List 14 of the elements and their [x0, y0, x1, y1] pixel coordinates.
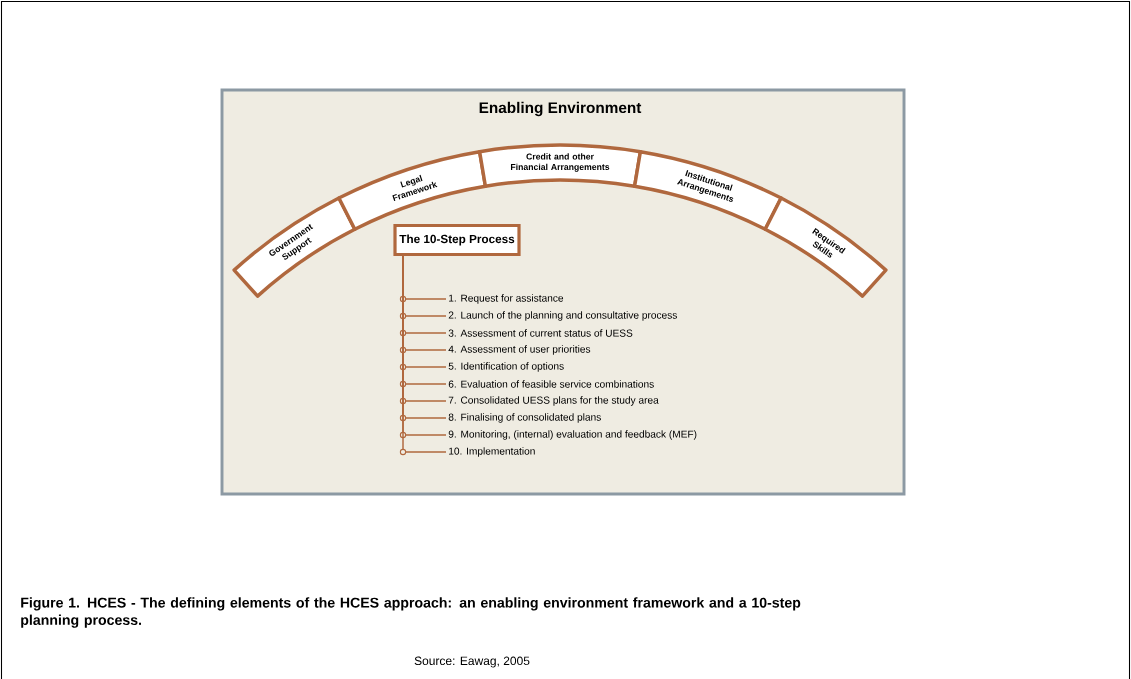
step-text: 7. Consolidated UESS plans for the study area	[448, 396, 659, 406]
step-text: 4. Assessment of user priorities	[448, 345, 591, 355]
step-text: 5. Identification of options	[448, 362, 564, 372]
step-text: 9. Monitoring, (internal) evaluation and feedback (MEF)	[448, 430, 697, 440]
title-box: The 10-Step Process	[393, 223, 521, 257]
step-text: 8. Finalising of consolidated plans	[448, 413, 601, 423]
step-text: 2. Launch of the planning and consultative process	[448, 311, 677, 321]
step-text: 3. Assessment of current status of UESS	[448, 329, 633, 337]
step-text: 1. Request for assistance	[449, 294, 564, 304]
heading: Enabling Environment	[479, 101, 642, 117]
step-text: 6. Evaluation of feasible service combinations	[448, 380, 654, 388]
step-text: 10. Implementation	[449, 447, 535, 457]
caption: Figure 1. HCES - The defining elements of the HCES approach: an enabling environment framework and a 10-step planning process.	[21, 597, 801, 628]
source-note: Source: Eawag, 2005	[414, 656, 530, 668]
